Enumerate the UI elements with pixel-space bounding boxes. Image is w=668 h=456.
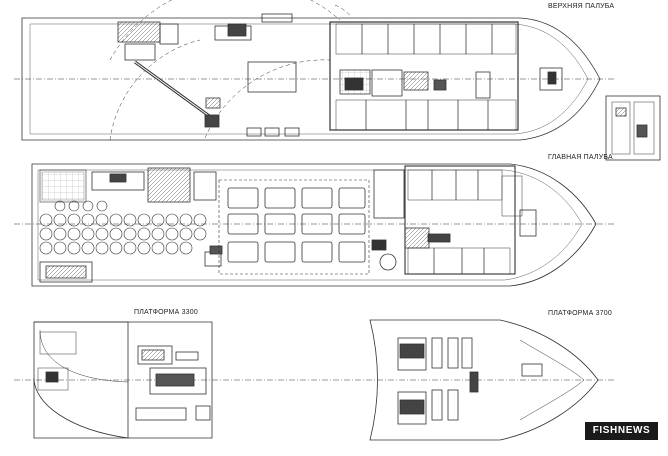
- crane-reach-arc-2: [109, 39, 201, 141]
- platform-3700-post: [469, 371, 479, 393]
- platform-3700-unit-2: [397, 391, 427, 425]
- mess-table: [403, 71, 429, 91]
- net-store: [39, 261, 93, 283]
- main-accommodation: [404, 165, 516, 275]
- main-cabins: [407, 169, 523, 275]
- crane-base: [204, 114, 220, 128]
- upper-deck-label: ВЕРХНЯЯ ПАЛУБА: [548, 3, 615, 10]
- platform-3300-tank: [135, 407, 187, 421]
- platform-3300-engine: [45, 371, 59, 383]
- main-hatch: [147, 167, 191, 203]
- platform-3300-room: [39, 331, 77, 355]
- cargo-hatch-upper: [117, 21, 161, 43]
- platform-3300-equipment-hatch: [141, 349, 165, 361]
- platform-3300-curve: [39, 329, 129, 383]
- bitt: [246, 127, 262, 137]
- pot-storage-grid: [39, 200, 207, 255]
- main-deck-inner-outline: [37, 169, 583, 281]
- aft-room: [193, 171, 217, 201]
- capstan-motor: [371, 239, 387, 251]
- tank-room-grid: [41, 171, 85, 201]
- bitt-2: [264, 127, 280, 137]
- pump-room: [91, 171, 145, 191]
- platform-3700-box: [521, 363, 543, 377]
- fish-hold-area: [218, 179, 370, 275]
- platform-3700-bar-4: [431, 389, 443, 421]
- fish-hold-tanks: [227, 187, 366, 263]
- platform-3300-pump: [149, 367, 207, 395]
- platform-3700-hull: [369, 319, 599, 441]
- deck-room-upper: [247, 61, 297, 93]
- main-deck-hull: [31, 163, 597, 287]
- platform-3700-bow-line: [519, 339, 585, 421]
- crane-reach-arc-4: [334, 4, 353, 19]
- windlass: [539, 67, 563, 91]
- platform-3300-machinery: [37, 367, 69, 391]
- hatch-small-dark: [209, 245, 223, 255]
- platform-3700-plan: [369, 319, 599, 441]
- main-deck-label: ГЛАВНАЯ ПАЛУБА: [548, 154, 613, 161]
- crane-reach-arc-3: [204, 59, 331, 139]
- deck-box: [159, 23, 179, 45]
- platform-3700-bar-5: [447, 389, 459, 421]
- galley-dark: [344, 77, 364, 91]
- cargo-hatch-small: [124, 43, 156, 61]
- detail-inset-right: [633, 101, 655, 155]
- platform-3700-bar-3: [461, 337, 473, 369]
- machinery-dark: [427, 233, 451, 243]
- bitt-3: [284, 127, 300, 137]
- winch-dark: [227, 23, 247, 37]
- platform-3700-label: ПЛАТФОРМА 3700: [548, 310, 612, 317]
- upper-deck-plan: [14, 0, 661, 161]
- detail-inset-dark: [636, 124, 648, 138]
- capstan: [379, 253, 397, 271]
- main-deck-plan: [14, 163, 615, 287]
- platform-3300-label: ПЛАТФОРМА 3300: [134, 309, 198, 316]
- platform-3700-unit-dark: [399, 343, 425, 359]
- crane-boom-inner: [134, 61, 213, 119]
- platform-3700-unit: [397, 337, 427, 371]
- windlass-dark: [547, 71, 557, 85]
- detail-inset-hatch: [615, 107, 627, 117]
- room-aft: [475, 71, 491, 99]
- equipment-dark: [433, 79, 447, 91]
- detail-inset-left: [611, 101, 631, 155]
- upper-cabins: [335, 23, 517, 131]
- platform-3300-equipment: [137, 345, 173, 365]
- detail-inset: [605, 95, 661, 161]
- pump-dark: [109, 173, 127, 183]
- engine-casing: [373, 169, 405, 219]
- crane-hatch: [205, 97, 221, 109]
- room-mid: [371, 69, 403, 97]
- fishnews-watermark: FISHNEWS: [585, 422, 658, 440]
- platform-3700-bar: [431, 337, 443, 369]
- platform-3300-small: [175, 351, 199, 361]
- platform-3300-hull: [33, 321, 213, 439]
- bow-store: [519, 209, 537, 237]
- platform-3300-plan: [14, 321, 615, 439]
- platform-3300-box: [195, 405, 211, 421]
- platform-3300-pump-dark: [155, 373, 195, 387]
- stairwell: [404, 227, 430, 249]
- label-box-top: [261, 13, 293, 23]
- platform-3700-unit-2-dark: [399, 399, 425, 415]
- platform-3700-bar-2: [447, 337, 459, 369]
- net-store-hatch: [45, 265, 87, 279]
